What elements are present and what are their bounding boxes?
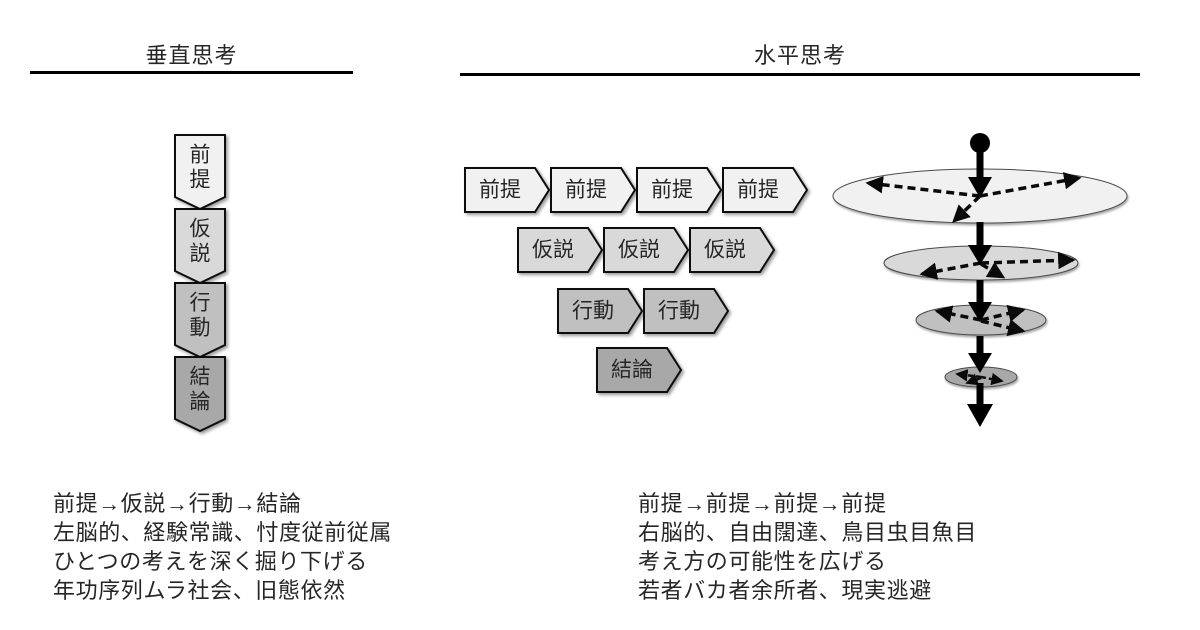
chevron-label: 行動 <box>572 300 614 323</box>
vertical-step-3: 行動 <box>174 282 226 359</box>
chevron-row1-item1: 前提 <box>464 167 551 213</box>
left-panel-title: 垂直思考 <box>145 43 238 68</box>
chevron-label: 仮説 <box>618 239 660 262</box>
chevron-row1-item2: 前提 <box>550 167 637 213</box>
vertical-step-4: 結論 <box>174 356 226 433</box>
chevron-row2-item2: 仮説 <box>603 227 690 273</box>
right-panel-title: 水平思考 <box>753 43 846 68</box>
chevron-label: 前提 <box>479 179 521 202</box>
vertical-step-label: 結論 <box>190 366 211 414</box>
left-notes: 前提→仮説→行動→結論 左脳的、経験常識、忖度従前従属 ひとつの考えを深く掘り下… <box>53 489 392 605</box>
chevron-label: 結論 <box>611 359 653 382</box>
chevron-label: 前提 <box>651 179 693 202</box>
chevron-row2-item1: 仮説 <box>517 227 604 273</box>
note-line: 前提→仮説→行動→結論 <box>53 491 302 516</box>
chevron-label: 仮説 <box>532 239 574 262</box>
chevron-label: 前提 <box>737 179 779 202</box>
note-line: 若者バカ者余所者、現実逃避 <box>638 578 932 603</box>
chevron-row4-item1: 結論 <box>596 347 683 393</box>
right-notes: 前提→前提→前提→前提 右脳的、自由闊達、鳥目虫目魚目 考え方の可能性を広げる … <box>638 489 977 605</box>
note-line: 左脳的、経験常識、忖度従前従属 <box>53 520 393 545</box>
chevron-row2-item3: 仮説 <box>689 227 776 273</box>
chevron-row1-item3: 前提 <box>636 167 723 213</box>
vertical-step-label: 前提 <box>190 144 211 192</box>
spread-funnel-diagram <box>832 133 1128 427</box>
funnel-axis-arrows <box>967 133 993 427</box>
chevron-row3-item1: 行動 <box>557 288 644 334</box>
vertical-step-label: 仮説 <box>190 218 211 266</box>
note-line: 年功序列ムラ社会、旧態依然 <box>53 578 346 603</box>
chevron-row1-item4: 前提 <box>722 167 809 213</box>
chevron-label: 前提 <box>565 179 607 202</box>
vertical-step-2: 仮説 <box>174 208 226 285</box>
start-dot <box>970 133 990 153</box>
dashed-spread-arrows <box>865 172 1082 386</box>
left-title-underline <box>30 71 353 74</box>
note-line: 考え方の可能性を広げる <box>638 549 887 574</box>
vertical-step-label: 行動 <box>190 292 211 340</box>
vertical-step-1: 前提 <box>174 134 226 211</box>
chevron-label: 行動 <box>658 300 700 323</box>
note-line: 右脳的、自由闊達、鳥目虫目魚目 <box>638 520 978 545</box>
chevron-label: 仮説 <box>704 239 746 262</box>
right-title-underline <box>460 73 1140 76</box>
chevron-row3-item2: 行動 <box>643 288 730 334</box>
note-line: ひとつの考えを深く掘り下げる <box>53 549 368 574</box>
note-line: 前提→前提→前提→前提 <box>638 491 887 516</box>
